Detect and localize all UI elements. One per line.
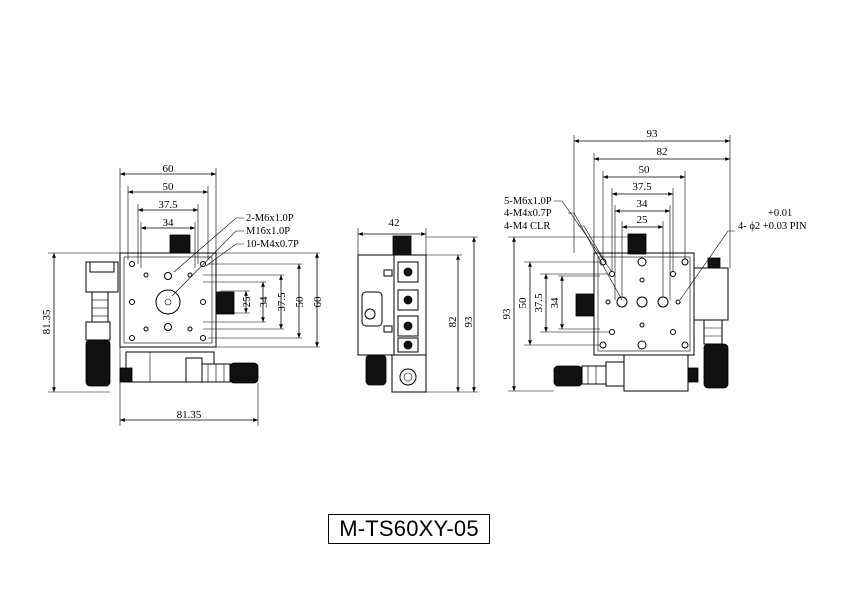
front-dim-50-v: 50 <box>294 296 306 308</box>
top-view: 93 82 50 37.5 34 25 93 50 37.5 <box>501 128 807 392</box>
lock-knob-right <box>215 291 235 315</box>
pin-diameter-symbol: ϕ <box>749 221 755 232</box>
top-dim-82: 82 <box>657 146 668 158</box>
right-micrometer-thimble <box>703 343 729 389</box>
front-view: 60 50 37.5 34 25 34 37.5 50 60 81.35 <box>41 163 324 426</box>
side-dim-42: 42 <box>389 217 400 229</box>
front-dim-81-35-h: 81.35 <box>177 409 202 421</box>
front-callout-m16: M16x1.0P <box>246 226 290 237</box>
top-dim-50: 50 <box>639 164 651 176</box>
top-dim-34: 34 <box>637 198 649 210</box>
side-view: 42 82 93 <box>357 217 478 393</box>
model-number: M-TS60XY-05 <box>328 514 490 544</box>
top-dim-25: 25 <box>637 214 649 226</box>
top-dim-50-v: 50 <box>517 297 529 309</box>
bottom2-micrometer-housing <box>623 354 689 392</box>
pin-tol-upper: +0.01 <box>768 208 792 219</box>
front-dim-60: 60 <box>163 163 175 175</box>
top-callout-pin: 4- ϕ2 +0.03 PIN <box>738 221 807 232</box>
side-screw-blocks <box>397 261 419 353</box>
front-callout-m4: 10-M4x0.7P <box>246 239 299 250</box>
top-holes <box>599 257 689 350</box>
side-dim-82: 82 <box>447 317 459 328</box>
pin-size: 2 <box>755 221 760 232</box>
side-dim-93: 93 <box>463 316 475 328</box>
front-dim-37-5: 37.5 <box>158 199 178 211</box>
front-dim-37-5-v: 37.5 <box>276 292 288 312</box>
bottom2-micrometer-thimble <box>553 365 583 387</box>
top-dim-93: 93 <box>647 128 659 140</box>
pin-prefix: 4- <box>738 221 749 232</box>
front-callout-m6: 2-M6x1.0P <box>246 213 294 224</box>
front-dim-34: 34 <box>163 217 175 229</box>
front-dim-81-35-v: 81.35 <box>41 309 53 334</box>
top-dim-34-v: 34 <box>549 297 561 309</box>
front-dim-25: 25 <box>241 296 253 308</box>
lock-knob-top <box>169 234 191 254</box>
front-dim-50: 50 <box>163 181 175 193</box>
top-dim-37-5: 37.5 <box>632 181 652 193</box>
side-lock-knob <box>392 235 412 256</box>
top-dim-37-5-v: 37.5 <box>533 293 545 313</box>
center-bore-m16 <box>155 289 181 315</box>
pin-suffix: PIN <box>790 221 807 232</box>
front-mount-holes <box>129 261 206 341</box>
right-micrometer-housing <box>693 267 729 321</box>
pin-tol-lower: +0.03 <box>763 221 787 232</box>
top-side-knob <box>575 293 595 317</box>
top-callout-m6: 5-M6x1.0P <box>504 196 552 207</box>
top-lock-knob <box>627 233 647 255</box>
side-micrometer-thimble <box>365 354 387 386</box>
top-callout-m4-clr: 4-M4 CLR <box>504 221 550 232</box>
top-callout-m4: 4-M4x0.7P <box>504 208 552 219</box>
bottom-micrometer-thimble <box>229 362 259 384</box>
front-dim-34-v: 34 <box>258 296 270 308</box>
left-micrometer-thimble <box>85 339 111 387</box>
top-dim-93-v: 93 <box>501 308 513 320</box>
front-dim-60-v: 60 <box>312 296 324 308</box>
